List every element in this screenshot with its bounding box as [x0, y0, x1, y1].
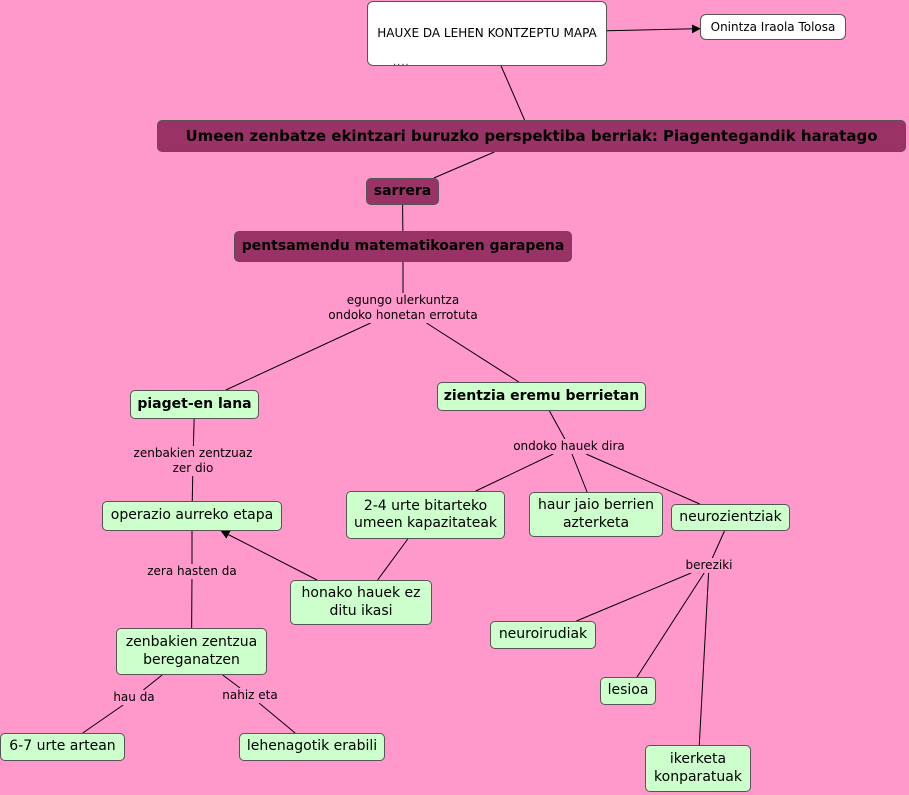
- concept-honako[interactable]: honako hauek ez ditu ikasi: [290, 580, 432, 625]
- link-line-lbl-bereziki-neuroirudiak: [576, 572, 692, 622]
- concept-neurozientziak[interactable]: neurozientziak: [671, 504, 790, 531]
- concept-author-text: Onintza Iraola Tolosa: [710, 19, 836, 34]
- concept-sarrera-text: sarrera: [373, 182, 432, 199]
- link-label-egungo-line2: ondoko honetan errotuta: [328, 308, 478, 322]
- concept-map-title[interactable]: HAUXE DA LEHEN KONTZEPTU MAPA: [367, 1, 607, 66]
- link-line-main_title-sarrera: [433, 151, 495, 179]
- link-line-lbl-egungo-zientzia: [426, 322, 520, 383]
- concept-map-title-text: HAUXE DA LEHEN KONTZEPTU MAPA: [377, 26, 597, 40]
- concept-lesioa-text: lesioa: [607, 682, 649, 699]
- concept-ikerketa[interactable]: ikerketa konparatuak: [645, 745, 751, 792]
- link-label-ondoko-text: ondoko hauek dira: [513, 439, 625, 453]
- concept-ikerketa-text: ikerketa konparatuak: [654, 751, 742, 785]
- link-label-zenbakien-line2: zer dio: [172, 461, 214, 475]
- concept-lehenagotik-text: lehenagotik erabili: [246, 738, 378, 755]
- concept-piaget-text: piaget-en lana: [137, 395, 252, 412]
- link-label-hau-da[interactable]: hau da: [110, 690, 158, 705]
- link-line-lbl-ondoko-urte_2_4: [475, 453, 554, 492]
- link-label-zera[interactable]: zera hasten da: [144, 564, 240, 579]
- link-line-urte_2_4-honako: [377, 538, 409, 581]
- link-line-lbl-egungo-piaget: [225, 322, 371, 391]
- link-line-lbl-nahiz-lehenagotik: [258, 702, 296, 734]
- link-line-honako-operazio: [220, 530, 318, 581]
- link-line-lbl-hau-urte_6_7: [82, 704, 124, 734]
- concept-2-4-urte[interactable]: 2-4 urte bitarteko umeen kapazitateak: [346, 491, 505, 539]
- link-line-lbl-bereziki-ikerketa: [698, 572, 710, 746]
- concept-zientzia-text: zientzia eremu berrietan: [443, 387, 640, 404]
- concept-zientzia[interactable]: zientzia eremu berrietan: [437, 382, 646, 411]
- link-label-nahiz-eta-text: nahiz eta: [222, 688, 278, 702]
- link-line-map_title-author: [606, 24, 701, 34]
- concept-zenbakien-zentzua-text: zenbakien zentzua bereganatzen: [125, 634, 258, 668]
- link-label-zenbakien[interactable]: zenbakien zentzuaz zer dio: [132, 446, 254, 476]
- concept-neuroirudiak-text: neuroirudiak: [498, 626, 588, 643]
- link-label-egungo[interactable]: egungo ulerkuntza ondoko honetan errotut…: [326, 293, 480, 323]
- concept-2-4-urte-text: 2-4 urte bitarteko umeen kapazitateak: [353, 497, 498, 532]
- concept-main-title[interactable]: Umeen zenbatze ekintzari buruzko perspek…: [157, 120, 906, 152]
- link-line-zenbakien_zentzua-lbl-hau: [143, 674, 163, 691]
- concept-pentsamendu-text: pentsamendu matematikoaren garapena: [241, 237, 565, 254]
- concept-haur-jaio[interactable]: haur jaio berrien azterketa: [529, 492, 663, 537]
- link-label-bereziki[interactable]: bereziki: [683, 558, 735, 573]
- link-line-neurozientziak-lbl-bereziki: [711, 530, 725, 559]
- link-line-piaget-lbl-zenbakien: [192, 418, 195, 447]
- concept-6-7-urte[interactable]: 6-7 urte artean: [0, 733, 125, 761]
- link-label-bereziki-text: bereziki: [685, 558, 733, 572]
- concept-honako-text: honako hauek ez ditu ikasi: [301, 585, 421, 619]
- concept-sarrera[interactable]: sarrera: [366, 178, 439, 205]
- link-label-zera-text: zera hasten da: [147, 564, 237, 578]
- link-label-egungo-line1: egungo ulerkuntza: [346, 293, 460, 307]
- concept-6-7-urte-text: 6-7 urte artean: [9, 738, 116, 755]
- concept-neurozientziak-text: neurozientziak: [679, 508, 782, 525]
- concept-lesioa[interactable]: lesioa: [600, 677, 656, 705]
- link-label-zenbakien-line1: zenbakien zentzuaz: [133, 446, 253, 460]
- concept-operazio[interactable]: operazio aurreko etapa: [102, 501, 282, 531]
- link-line-lbl-ondoko-haur_jaio: [571, 453, 588, 493]
- link-line-zientzia-lbl-ondoko: [549, 410, 566, 440]
- concept-operazio-text: operazio aurreko etapa: [110, 507, 274, 524]
- concept-neuroirudiak[interactable]: neuroirudiak: [490, 621, 596, 649]
- concept-author[interactable]: Onintza Iraola Tolosa: [700, 14, 846, 40]
- concept-piaget[interactable]: piaget-en lana: [130, 390, 259, 419]
- link-label-ondoko[interactable]: ondoko hauek dira: [512, 439, 626, 454]
- concept-lehenagotik[interactable]: lehenagotik erabili: [239, 733, 385, 761]
- link-line-zenbakien_zentzua-lbl-nahiz: [222, 674, 241, 689]
- expand-dots-icon[interactable]: ····: [393, 60, 410, 71]
- link-label-nahiz-eta[interactable]: nahiz eta: [219, 688, 281, 703]
- link-label-hau-da-text: hau da: [113, 690, 155, 704]
- concept-main-title-text: Umeen zenbatze ekintzari buruzko perspek…: [185, 126, 878, 145]
- concept-haur-jaio-text: haur jaio berrien azterketa: [537, 497, 655, 531]
- link-line-lbl-ondoko-neurozientziak: [585, 453, 700, 505]
- link-line-map_title-main_title: [500, 65, 526, 121]
- concept-pentsamendu[interactable]: pentsamendu matematikoaren garapena: [234, 231, 572, 262]
- link-line-lbl-bereziki-lesioa: [636, 572, 705, 678]
- concept-zenbakien-zentzua[interactable]: zenbakien zentzua bereganatzen: [116, 628, 267, 675]
